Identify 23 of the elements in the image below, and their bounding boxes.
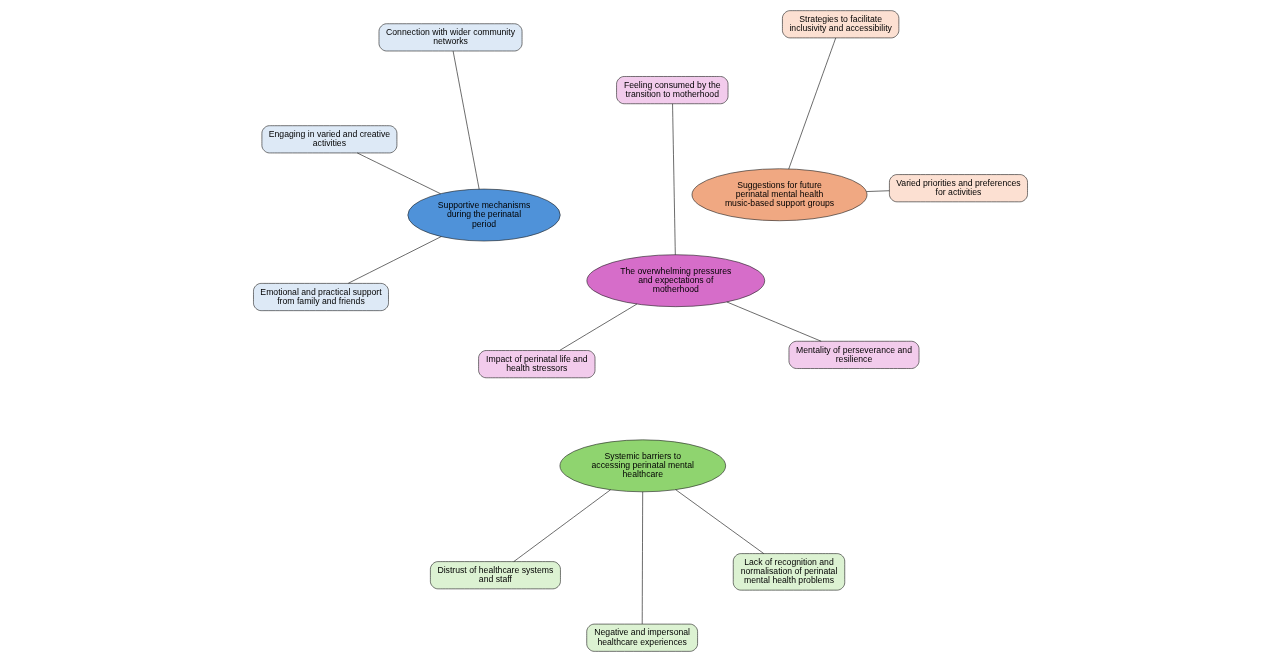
node-box: Emotional and practical support from family and friends (253, 283, 389, 311)
node-box: Mentality of perseverance and resilience (788, 340, 920, 369)
connector (788, 37, 837, 170)
node-ellipse: The overwhelming pressures and expectations of motherhood (586, 254, 766, 307)
node-box: Impact of perinatal life and health stressors (478, 350, 596, 379)
node-box: Connection with wider community networks (378, 23, 523, 52)
node-box: Distrust of healthcare systems and staff (430, 561, 561, 590)
node-box: Engaging in varied and creative activities (261, 125, 398, 154)
node-box: Lack of recognition and normalisation of perinatal mental health problems (732, 553, 846, 591)
connector (675, 489, 765, 554)
connector (672, 103, 676, 256)
connector (347, 236, 442, 284)
connector (513, 489, 611, 562)
node-box: Strategies to facilitate inclusivity and accessibility (782, 10, 900, 39)
node-box: Varied priorities and preferences for activities (889, 174, 1028, 203)
connector (726, 301, 822, 342)
node-box: Feeling consumed by the transition to motherhood (616, 76, 729, 105)
node-ellipse: Systemic barriers to accessing perinatal mental healthcare (559, 439, 726, 493)
node-ellipse: Suggestions for future perinatal mental health music-based support groups (691, 168, 868, 222)
connector (356, 152, 441, 195)
node-box: Negative and impersonal healthcare experiences (586, 623, 698, 652)
connector (559, 303, 638, 351)
node-ellipse: Supportive mechanisms during the perinatal period (407, 188, 561, 242)
